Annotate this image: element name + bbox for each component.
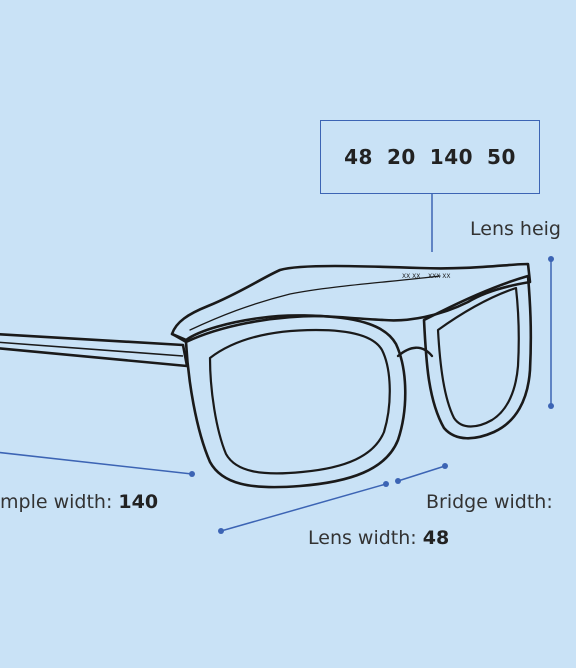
frame-print-right: XXX XX (428, 273, 450, 280)
lens-width-value: 48 (422, 527, 450, 549)
lens-width-indicator (218, 481, 389, 534)
lens-height-indicator (548, 256, 554, 409)
bridge-width-label: Bridge width: (426, 491, 553, 513)
lens-height-text: Lens heig (470, 218, 561, 240)
glasses-frame (170, 262, 533, 489)
bridge-width-text: Bridge width: (426, 491, 553, 513)
size-bridge: 20 (386, 145, 416, 169)
size-code-box: 48 20 140 50 (320, 120, 540, 194)
temple-width-value: 140 (118, 491, 159, 513)
temple-width-label: mple width: 140 (0, 491, 158, 513)
frame-print-left: XX XX (402, 273, 420, 280)
lens-width-text: Lens width: (308, 527, 423, 549)
size-temple: 140 (429, 145, 474, 169)
size-height: 50 (487, 145, 516, 169)
temple-width-text: mple width: (0, 491, 119, 513)
lens-width-label: Lens width: 48 (308, 527, 449, 549)
lens-height-label: Lens heig (470, 218, 561, 240)
temple-width-indicator (0, 451, 195, 477)
temple-arm (0, 332, 189, 368)
bridge-width-indicator (395, 463, 448, 484)
size-lens: 48 (344, 145, 373, 169)
